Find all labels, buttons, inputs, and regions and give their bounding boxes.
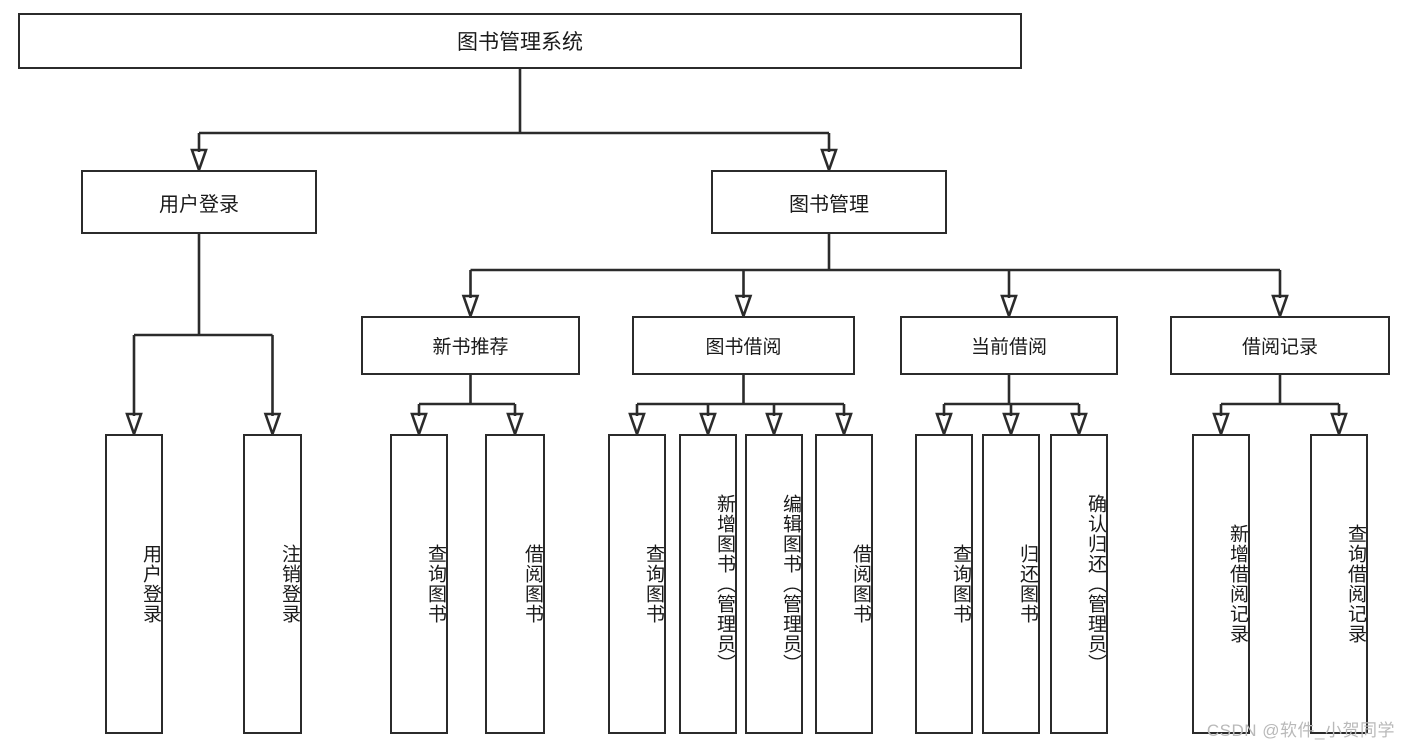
node-leaf-9[interactable]: 查询图书 — [915, 434, 973, 734]
node-level3-3[interactable]: 当前借阅 — [900, 316, 1118, 375]
node-level2-2-label: 图书管理 — [789, 193, 869, 216]
node-leaf-13[interactable]: 查询借阅记录 — [1310, 434, 1368, 734]
node-leaf-7-label: 编辑图书（管理员） — [780, 494, 801, 674]
node-level2-2[interactable]: 图书管理 — [711, 170, 947, 234]
node-leaf-3-label: 查询图书 — [425, 544, 446, 624]
node-level2-1[interactable]: 用户登录 — [81, 170, 317, 234]
node-leaf-11[interactable]: 确认归还（管理员） — [1050, 434, 1108, 734]
node-root-label: 图书管理系统 — [457, 31, 583, 54]
node-leaf-12[interactable]: 新增借阅记录 — [1192, 434, 1250, 734]
node-leaf-4[interactable]: 借阅图书 — [485, 434, 545, 734]
node-leaf-8-label: 借阅图书 — [850, 544, 871, 624]
node-level3-2-label: 图书借阅 — [705, 337, 782, 358]
node-leaf-5-label: 查询图书 — [643, 544, 664, 624]
node-level3-4[interactable]: 借阅记录 — [1170, 316, 1390, 375]
node-leaf-13-label: 查询借阅记录 — [1345, 524, 1366, 644]
node-level3-2[interactable]: 图书借阅 — [632, 316, 855, 375]
node-level3-1[interactable]: 新书推荐 — [361, 316, 580, 375]
node-level2-1-label: 用户登录 — [159, 193, 239, 216]
watermark: CSDN @软件_小贺同学 — [1206, 721, 1395, 740]
node-level3-1-label: 新书推荐 — [432, 337, 509, 358]
node-leaf-2[interactable]: 注销登录 — [243, 434, 302, 734]
node-leaf-6-label: 新增图书（管理员） — [714, 494, 735, 674]
node-leaf-5[interactable]: 查询图书 — [608, 434, 666, 734]
node-leaf-1-label: 用户登录 — [140, 544, 161, 624]
node-leaf-11-label: 确认归还（管理员） — [1085, 494, 1106, 674]
node-leaf-6[interactable]: 新增图书（管理员） — [679, 434, 737, 734]
node-leaf-8[interactable]: 借阅图书 — [815, 434, 873, 734]
node-level3-4-label: 借阅记录 — [1241, 337, 1318, 358]
node-leaf-2-label: 注销登录 — [279, 544, 300, 624]
node-leaf-9-label: 查询图书 — [950, 544, 971, 624]
node-level3-3-label: 当前借阅 — [970, 337, 1047, 358]
node-leaf-12-label: 新增借阅记录 — [1227, 524, 1248, 644]
node-leaf-10-label: 归还图书 — [1017, 544, 1038, 624]
node-leaf-3[interactable]: 查询图书 — [390, 434, 448, 734]
node-root[interactable]: 图书管理系统 — [18, 13, 1022, 69]
node-leaf-7[interactable]: 编辑图书（管理员） — [745, 434, 803, 734]
node-leaf-1[interactable]: 用户登录 — [105, 434, 163, 734]
node-leaf-4-label: 借阅图书 — [522, 544, 543, 624]
node-leaf-10[interactable]: 归还图书 — [982, 434, 1040, 734]
